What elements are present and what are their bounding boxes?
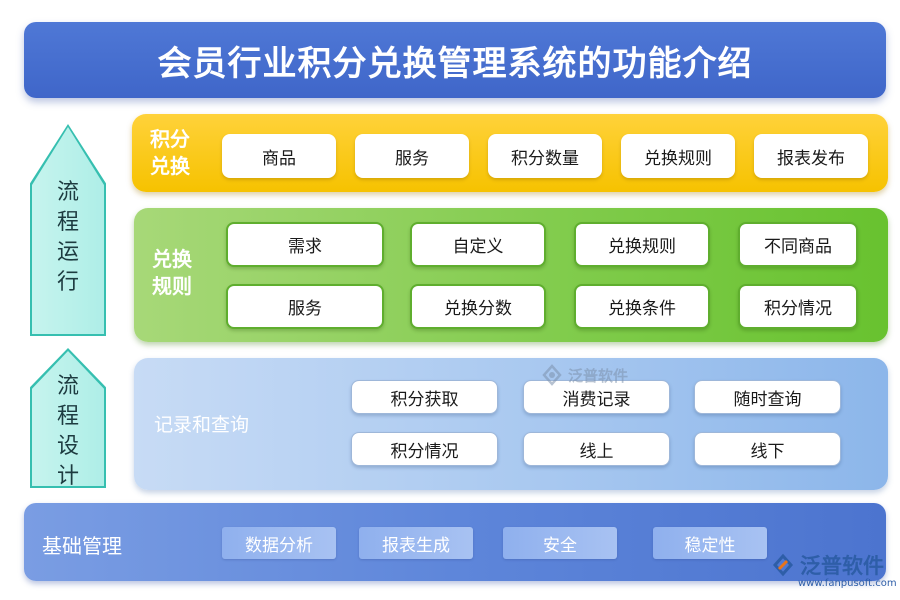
exchange-item: 报表发布: [754, 134, 868, 178]
flow-run-label: 流程运行: [56, 180, 79, 295]
records-item: 线上: [523, 432, 670, 466]
exchange-item: 兑换规则: [621, 134, 735, 178]
rules-label-line2: 规则: [152, 274, 192, 298]
base-item: 安全: [503, 527, 617, 559]
rules-item: 不同商品: [738, 222, 858, 267]
corner-watermark-brand: 泛普软件: [800, 554, 884, 578]
records-item: 积分情况: [351, 432, 498, 466]
base-item: 数据分析: [222, 527, 336, 559]
center-watermark: 泛普软件: [540, 360, 660, 390]
corner-watermark-url: www.fanpusoft.com: [798, 578, 897, 589]
corner-watermark: 泛普软件 www.fanpusoft.com: [770, 550, 897, 596]
records-label: 记录和查询: [154, 414, 250, 436]
exchange-label-line1: 积分: [150, 127, 190, 151]
records-item: 随时查询: [694, 380, 841, 414]
rules-label-line1: 兑换: [152, 247, 192, 271]
exchange-label: 积分 兑换: [150, 126, 200, 180]
brand-logo-icon: [772, 553, 794, 577]
center-watermark-text: 泛普软件: [568, 366, 629, 385]
base-item: 报表生成: [359, 527, 473, 559]
exchange-item: 服务: [355, 134, 469, 178]
brand-logo-icon: [542, 364, 562, 386]
rules-item: 积分情况: [738, 284, 858, 329]
rules-item: 兑换分数: [410, 284, 546, 329]
page-title: 会员行业积分兑换管理系统的功能介绍: [157, 43, 753, 84]
rules-label: 兑换 规则: [152, 246, 202, 300]
rules-item: 兑换规则: [574, 222, 710, 267]
exchange-item: 商品: [222, 134, 336, 178]
records-item: 线下: [694, 432, 841, 466]
exchange-item: 积分数量: [488, 134, 602, 178]
rules-item: 兑换条件: [574, 284, 710, 329]
exchange-label-line2: 兑换: [150, 154, 190, 178]
rules-item: 自定义: [410, 222, 546, 267]
rules-item: 服务: [226, 284, 384, 329]
title-bar: 会员行业积分兑换管理系统的功能介绍: [24, 22, 886, 98]
base-label: 基础管理: [42, 534, 122, 558]
records-item: 积分获取: [351, 380, 498, 414]
rules-item: 需求: [226, 222, 384, 267]
records-item: 消费记录: [523, 380, 670, 414]
base-item: 稳定性: [653, 527, 767, 559]
flow-design-label: 流程设计: [56, 374, 79, 489]
